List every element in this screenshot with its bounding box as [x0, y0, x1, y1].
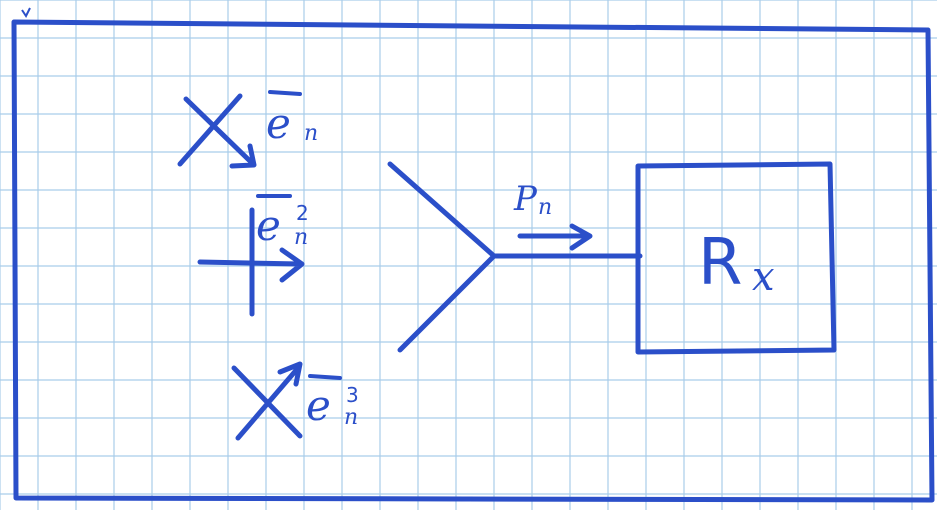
power-symbol: P: [513, 179, 538, 219]
receiver-subscript: x: [752, 254, 775, 300]
power-arrow-icon: [517, 223, 593, 251]
field-3-overbar: [308, 374, 342, 380]
field-3-group: e n 3: [231, 361, 359, 441]
field-1-overbar: [268, 90, 302, 96]
receiver-symbol: R: [698, 226, 742, 300]
receiver-box: [635, 161, 837, 355]
field-2-symbol: e: [256, 201, 281, 250]
field-2-arrow-icon: [197, 247, 305, 283]
field-3-subscript: n: [344, 405, 358, 430]
corner-tick-mark: [21, 7, 31, 18]
field-3-superscript: 3: [346, 383, 359, 407]
antenna-symbol: [387, 161, 643, 353]
field-3-symbol: e: [306, 381, 331, 430]
field-2-group: e n 2: [197, 194, 309, 317]
power-label-group: P n: [513, 179, 593, 251]
field-1-cross-icon: [177, 93, 243, 167]
field-1-arrow-icon: [183, 96, 257, 169]
field-2-subscript: n: [294, 225, 308, 250]
field-1-subscript: n: [304, 121, 318, 146]
field-1-symbol: e: [266, 99, 291, 148]
power-subscript: n: [538, 195, 552, 220]
field-1-group: e n: [177, 90, 318, 169]
outer-frame: [11, 19, 935, 503]
field-2-superscript: 2: [296, 201, 309, 225]
field-3-arrow-icon: [235, 361, 303, 441]
receiver-group: R x: [635, 161, 837, 355]
